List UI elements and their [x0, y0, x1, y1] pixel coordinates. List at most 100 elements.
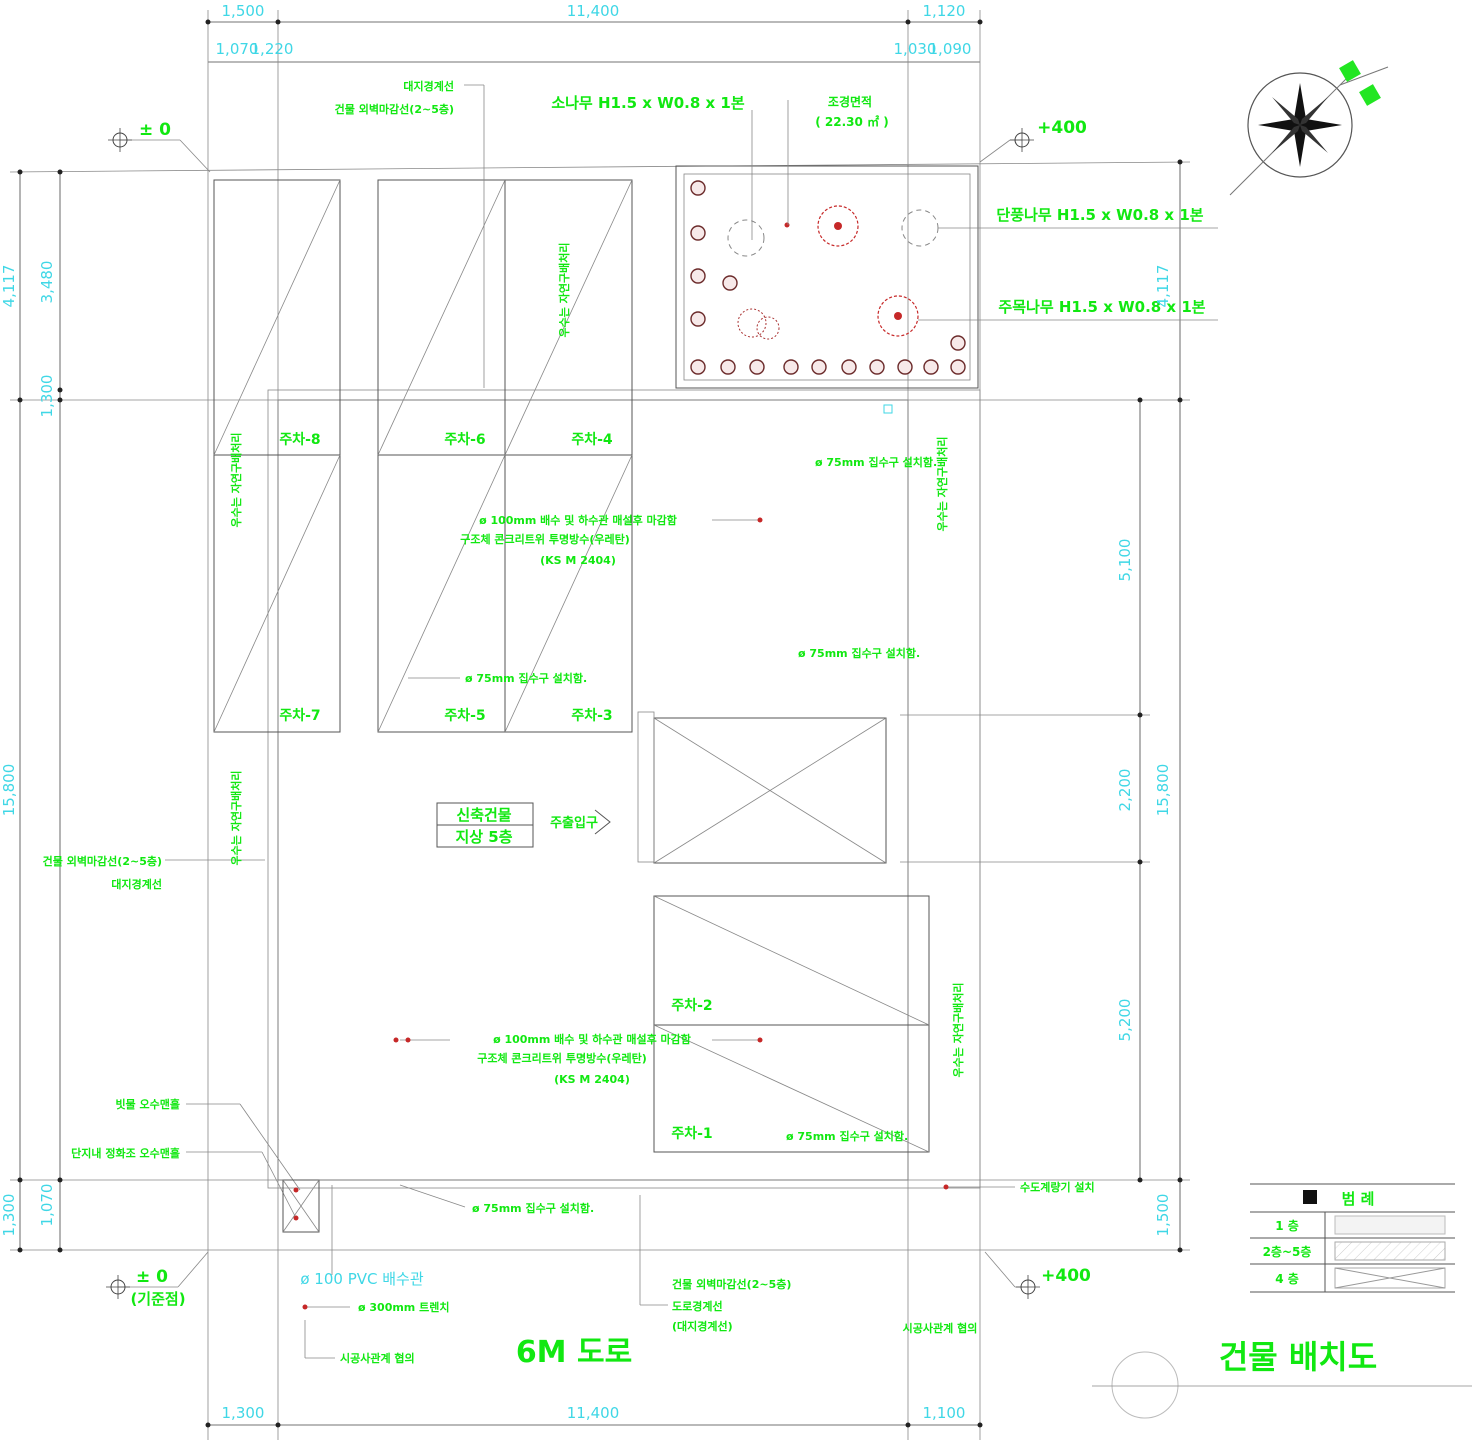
dim-top-a: 1,500: [222, 2, 265, 20]
note-boundary-top-2: 건물 외벽마감선(2~5층): [335, 102, 454, 116]
dim-left-c: 1,300: [38, 375, 56, 418]
note-drain-2: ø 75mm 집수구 설치함.: [798, 646, 920, 660]
dim-right-c: 2,200: [1116, 769, 1134, 812]
dim-top-b: 11,400: [567, 2, 620, 20]
dim-top2-d: 1,090: [929, 40, 972, 58]
shrub-marker: [690, 311, 706, 327]
shrub-marker: [841, 359, 857, 375]
shrub-marker: [749, 359, 765, 375]
shrub-markers: [690, 180, 966, 375]
note-boundary-bottom-1: 건물 외벽마감선(2~5층): [672, 1277, 791, 1291]
level-markers: [106, 128, 1040, 1299]
parking-2: 주차-2: [671, 998, 712, 1014]
dim-right-b: 5,100: [1116, 539, 1134, 582]
note-sewer-left: 시공사관계 협의: [340, 1351, 415, 1365]
shrub-marker: [950, 335, 966, 351]
note-slope-4: 우수는 자연구배처리: [935, 437, 949, 532]
tree-maple-label: 단풍나무 H1.5 x W0.8 x 1본: [996, 206, 1203, 224]
note-trench: ø 300mm 트렌치: [358, 1300, 449, 1314]
parking-4: 주차-4: [571, 432, 613, 448]
note-boundary-left-1: 건물 외벽마감선(2~5층): [43, 854, 162, 868]
legend: [1250, 1183, 1455, 1293]
shrub-marker: [897, 359, 913, 375]
parking-stalls: [213, 179, 930, 1153]
dim-left-f: 1,070: [38, 1184, 56, 1227]
note-combined-manhole: 단지내 정화조 오수맨홀: [71, 1146, 180, 1160]
note-boundary-left-2: 대지경계선: [111, 877, 162, 891]
shrub-marker: [783, 359, 799, 375]
note-rain-drain: 빗물 오수맨홀: [115, 1097, 180, 1111]
note-pipe-top-3: (KS M 2404): [540, 554, 616, 567]
parking-1: 주차-1: [671, 1126, 712, 1142]
note-drain-3: ø 75mm 집수구 설치함.: [465, 671, 587, 685]
legend-row-3: 4 층: [1275, 1271, 1299, 1286]
note-boundary-bottom-2: 도로경계선: [672, 1299, 723, 1313]
shrub-marker: [690, 180, 706, 196]
dim-left-e: 1,300: [0, 1194, 18, 1237]
legend-header: 범 례: [1342, 1190, 1375, 1208]
note-sewer-right: 시공사관계 협의: [903, 1321, 978, 1335]
plan-labels: 건물 배치도 6M 도로 신축건물 지상 5층 주출입구 ± 0 +400 ± …: [43, 79, 1378, 1376]
shrub-marker: [869, 359, 885, 375]
note-drain-5: ø 75mm 집수구 설치함.: [472, 1201, 594, 1215]
level-br: +400: [1041, 1266, 1091, 1286]
legend-row-1: 1 층: [1275, 1218, 1299, 1233]
note-pipe-bot-2: 구조체 콘크리트위 투명방수(우레탄): [477, 1051, 647, 1065]
note-drain-1: ø 75mm 집수구 설치함.: [815, 455, 937, 469]
note-slope-5: 우수는 자연구배처리: [951, 983, 965, 1078]
note-drain-4: ø 75mm 집수구 설치함.: [786, 1129, 908, 1143]
north-arrow-icon: [1229, 60, 1389, 196]
level-bl-sub: (기준점): [130, 1290, 185, 1308]
building-floors: 지상 5층: [455, 828, 512, 846]
drawing-title: 건물 배치도: [1219, 1338, 1377, 1376]
main-entrance-label: 주출입구: [550, 815, 598, 831]
note-pvc-pipe: ø 100 PVC 배수관: [300, 1270, 423, 1288]
note-water-meter: 수도계량기 설치: [1020, 1180, 1095, 1194]
note-boundary-top-1: 대지경계선: [403, 79, 454, 93]
dim-bot-c: 1,100: [923, 1404, 966, 1422]
level-tr: +400: [1037, 118, 1087, 138]
parking-3: 주차-3: [571, 708, 612, 724]
note-slope-2: 우수는 자연구배처리: [229, 433, 243, 528]
title-circle: [1111, 1351, 1179, 1419]
tree-pine-label: 소나무 H1.5 x W0.8 x 1본: [551, 94, 745, 112]
tree-fir-label: 주목나무 H1.5 x W0.8 x 1본: [998, 298, 1205, 316]
building-name: 신축건물: [456, 806, 511, 824]
parking-5: 주차-5: [444, 708, 485, 724]
drain-markers: [282, 404, 949, 1310]
dim-bot-a: 1,300: [222, 1404, 265, 1422]
note-pipe-top-1: ø 100mm 배수 및 하수관 매설후 마감함: [479, 513, 677, 527]
dimension-lines: [9, 10, 1191, 1440]
shrub-marker: [950, 359, 966, 375]
shrub-marker: [720, 359, 736, 375]
landscape-area: [675, 165, 979, 389]
shrub-marker: [690, 359, 706, 375]
shrub-marker: [690, 268, 706, 284]
dim-top2-b: 1,220: [251, 40, 294, 58]
note-slope-3: 우수는 자연구배처리: [229, 771, 243, 866]
dim-left-b: 3,480: [38, 261, 56, 304]
dimension-labels: 1,500 11,400 1,120 1,070 1,220 1,030 1,0…: [0, 2, 1172, 1422]
dim-left-d: 15,800: [0, 764, 18, 817]
shrub-marker: [690, 225, 706, 241]
dim-right-a: 4,117: [1154, 265, 1172, 308]
dim-left-a: 4,117: [0, 265, 18, 308]
dim-top-c: 1,120: [923, 2, 966, 20]
parking-6: 주차-6: [444, 432, 485, 448]
note-pipe-bot-3: (KS M 2404): [554, 1073, 630, 1086]
level-tl: ± 0: [139, 120, 171, 140]
tree-symbols: [727, 205, 939, 340]
dim-right-f: 1,500: [1154, 1194, 1172, 1237]
note-pipe-top-2: 구조체 콘크리트위 투명방수(우레탄): [460, 532, 630, 546]
landscape-label: 조경면적: [828, 94, 872, 109]
level-bl: ± 0: [136, 1267, 168, 1287]
dim-top2-c: 1,030: [894, 40, 937, 58]
legend-labels: 범 례 1 층 2층~5층 4 층: [1263, 1190, 1375, 1286]
shrub-marker: [722, 275, 738, 291]
leader-lines: [118, 84, 1218, 1359]
road-label: 6M 도로: [516, 1335, 632, 1370]
shrub-marker: [811, 359, 827, 375]
legend-row-2: 2층~5층: [1263, 1244, 1312, 1259]
note-boundary-bottom-3: (대지경계선): [672, 1319, 733, 1333]
